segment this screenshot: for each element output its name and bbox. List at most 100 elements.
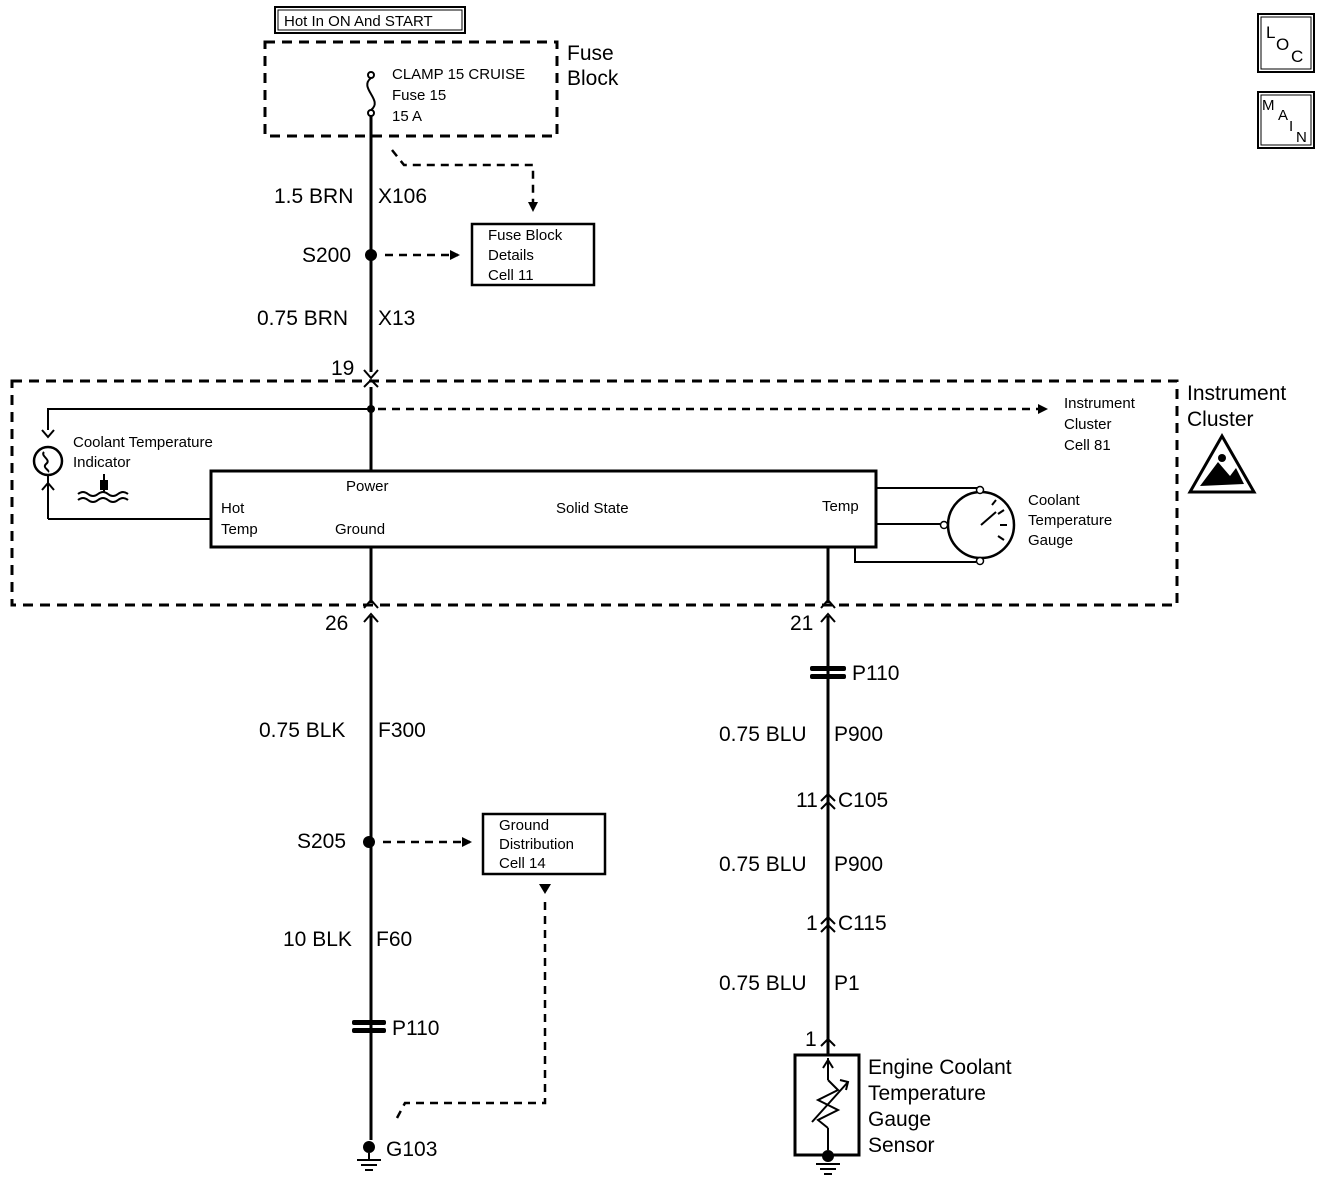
main-letter-m: M xyxy=(1262,97,1275,114)
ground-dist-line1: Ground xyxy=(499,817,549,834)
ground-wire1-size-color: 0.75 BLK xyxy=(259,719,345,742)
fuse-label-3: 15 A xyxy=(392,108,422,125)
loc-letter-l: L xyxy=(1266,23,1275,42)
thermistor-icon xyxy=(811,1058,850,1150)
ground-dist-line2: Distribution xyxy=(499,836,574,853)
connector-c115-top xyxy=(820,915,836,925)
ground-connector-label: P110 xyxy=(392,1017,440,1040)
splice-s205-dot xyxy=(363,836,375,848)
gauge-label-2: Temperature xyxy=(1028,512,1112,529)
wire2-size-color: 0.75 BRN xyxy=(257,307,348,330)
esd-warning-icon xyxy=(1187,432,1257,494)
ground-dist-dashed-return xyxy=(395,902,547,1119)
splice-s205-label: S205 xyxy=(297,830,346,853)
fuse-label-2: Fuse 15 xyxy=(392,87,446,104)
sensor-p110-label: P110 xyxy=(852,662,900,685)
connector-sensor-top xyxy=(820,1037,836,1047)
pin-19-label: 19 xyxy=(331,357,354,380)
connector-p110-ground-icon xyxy=(352,1020,386,1033)
connector-19-top xyxy=(363,369,379,380)
wire1-size-color: 1.5 BRN xyxy=(274,185,353,208)
c115-pin-label: 1 xyxy=(806,912,818,935)
cluster-ref-line1: Instrument xyxy=(1064,395,1136,412)
indicator-label-1: Coolant Temperature xyxy=(73,434,213,451)
c115-label: C115 xyxy=(838,912,887,935)
connector-21-bottom xyxy=(820,612,836,623)
fuse-block: Fuse Block CLAMP 15 CRUISE Fuse 15 15 A xyxy=(263,40,619,138)
gauge-label-1: Coolant xyxy=(1028,492,1081,509)
cluster-ref-line2: Cluster xyxy=(1064,416,1112,433)
sensor-wire2-size-color: 0.75 BLU xyxy=(719,853,807,876)
cluster-ref-line3: Cell 81 xyxy=(1064,437,1111,454)
ground-g103-label: G103 xyxy=(386,1138,437,1161)
solid-state-label: Solid State xyxy=(556,500,629,517)
connector-c105-bottom xyxy=(820,800,836,810)
connector-26-top xyxy=(363,598,379,609)
loc-letter-o: O xyxy=(1276,35,1289,54)
solid-state-temp-right: Temp xyxy=(822,498,859,515)
fuse-icon xyxy=(366,71,376,117)
c105-label: C105 xyxy=(838,789,888,812)
sensor-wire1-circuit: P900 xyxy=(834,723,883,746)
solid-state-power: Power xyxy=(346,478,389,495)
instrument-cluster-cell-link[interactable]: Instrument Cluster Cell 81 xyxy=(1064,395,1136,454)
ground-distribution-link[interactable]: Ground Distribution Cell 14 xyxy=(481,812,607,876)
fuse-block-details-link[interactable]: Fuse Block Details Cell 11 xyxy=(470,222,596,287)
splice-s200-dot xyxy=(365,249,377,261)
main-letter-n: N xyxy=(1296,129,1307,146)
wire1-circuit: X106 xyxy=(378,185,427,208)
splice-s200-label: S200 xyxy=(302,244,351,267)
power-source-label: Hot In ON And START xyxy=(284,13,433,30)
main-letter-a: A xyxy=(1278,107,1288,124)
fuse-details-line3: Cell 11 xyxy=(488,267,534,284)
solid-state-ground: Ground xyxy=(335,521,385,538)
gauge-label-3: Gauge xyxy=(1028,532,1073,549)
connector-p110-sensor-icon xyxy=(810,666,846,679)
indicator-lamp-icon xyxy=(32,429,64,519)
connector-26-bottom xyxy=(363,612,379,623)
sensor-label-4: Sensor xyxy=(868,1134,935,1157)
sensor-pin-label: 1 xyxy=(805,1028,817,1051)
loc-letter-c: C xyxy=(1291,47,1303,66)
sensor-label-1: Engine Coolant xyxy=(868,1056,1012,1079)
ground-wire2-circuit: F60 xyxy=(376,928,412,951)
solid-state-hot: Hot xyxy=(221,500,245,517)
sensor-wire3-size-color: 0.75 BLU xyxy=(719,972,807,995)
fuse-block-title-1: Fuse xyxy=(567,42,614,65)
sensor-wire1-size-color: 0.75 BLU xyxy=(719,723,807,746)
loc-button[interactable]: L O C xyxy=(1257,13,1315,73)
gauge-wire-3 xyxy=(854,547,976,563)
fuse-block-title-2: Block xyxy=(567,67,619,90)
temperature-gauge-icon xyxy=(939,485,1016,566)
pin-26-label: 26 xyxy=(325,612,348,635)
ground-wire2-size-color: 10 BLK xyxy=(283,928,352,951)
sensor-wire3-circuit: P1 xyxy=(834,972,860,995)
fuse-details-link xyxy=(391,149,538,212)
cluster-title-2: Cluster xyxy=(1187,408,1254,431)
connector-c105-top xyxy=(820,792,836,802)
sensor-wire2-circuit: P900 xyxy=(834,853,883,876)
fuse-details-line1: Fuse Block xyxy=(488,227,563,244)
indicator-label-2: Indicator xyxy=(73,454,131,471)
ground-dist-line3: Cell 14 xyxy=(499,855,546,872)
power-source-box: Hot In ON And START xyxy=(274,6,466,34)
solid-state-module: Power Hot Temp Ground Solid State Temp xyxy=(209,469,878,549)
sensor-label-2: Temperature xyxy=(868,1082,986,1105)
main-button[interactable]: M A I N xyxy=(1257,91,1315,149)
sensor-ground-icon xyxy=(816,1150,840,1175)
main-letter-i: I xyxy=(1289,118,1293,135)
sensor-label-3: Gauge xyxy=(868,1108,931,1131)
ground-wire1-circuit: F300 xyxy=(378,719,426,742)
wire2-circuit: X13 xyxy=(378,307,415,330)
fuse-label-1: CLAMP 15 CRUISE xyxy=(392,66,525,83)
fuse-details-line2: Details xyxy=(488,247,534,264)
connector-21-top xyxy=(820,598,836,609)
ground-dist-arrow xyxy=(539,884,551,894)
ground-g103-icon xyxy=(357,1141,381,1171)
c105-pin-label: 11 xyxy=(796,789,818,812)
coolant-sensor: Engine Coolant Temperature Gauge Sensor xyxy=(793,1053,1012,1175)
solid-state-temp-left: Temp xyxy=(221,521,258,538)
instrument-cluster: Instrument Cluster Instrument Cluster Ce… xyxy=(10,379,1286,607)
pin-21-label: 21 xyxy=(790,612,813,635)
